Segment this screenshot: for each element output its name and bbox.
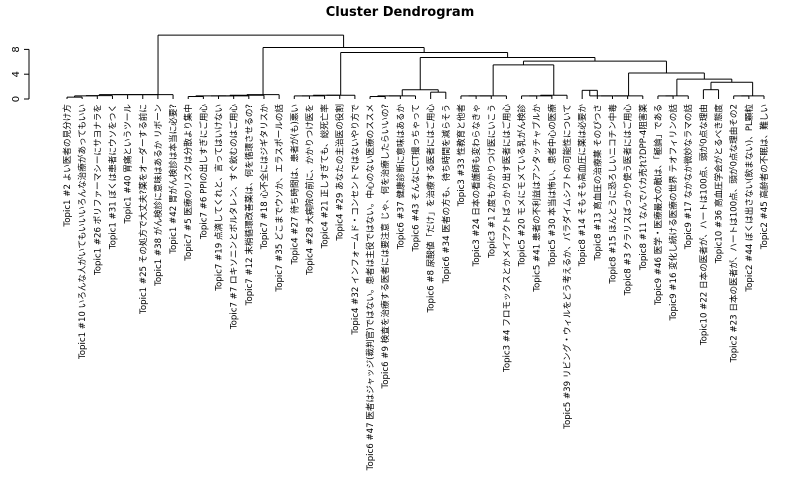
leaf-label: Topic5 #20 モメにモメている乳がん検診 <box>516 104 528 268</box>
y-axis: 0 4 8 <box>11 46 30 102</box>
leaf-label: Topic7 #35 どこまでウソか、エラスポールの話 <box>273 104 285 293</box>
leaf-label: Topic8 #14 そもそも高血圧に薬は必要か <box>576 104 588 268</box>
chart-title: Cluster Dendrogram <box>326 5 475 20</box>
leaf-label: Topic1 #40 胃痛というツール <box>122 104 134 225</box>
leaf-label: Topic7 #6 PPIの出しすぎにご用心 <box>197 104 209 241</box>
leaf-label: Topic5 #41 患者の不利益はアンタッチャブルか <box>531 104 543 293</box>
leaf-label: Topic1 #10 いろんな人がいてもいいいろんな治療があってもいい <box>76 104 88 360</box>
leaf-label: Topic1 #42 胃がん検診は本当に必要? <box>167 104 179 255</box>
leaf-label: Topic6 #34 医者の方も、待ち時間を減らそう <box>440 104 452 284</box>
leaf-label: Topic1 #2 よい医者の見分け方 <box>61 104 73 228</box>
leaf-label: Topic5 #30 本当は怖い、患者中心の医療 <box>546 104 558 268</box>
leaf-label: Topic1 #25 その処方で大丈夫?薬をオーダーする前に <box>137 104 149 315</box>
leaf-label: Topic3 #33 性教育と他者 <box>455 104 467 208</box>
leaf-label: Topic7 #12 末梢循環改善薬は、何を循環させるの? <box>243 104 255 306</box>
leaf-label: Topic4 #21 正しすぎても、総死亡率 <box>319 104 331 250</box>
leaf-label: Topic6 #37 健康診断に意味はあるか <box>394 104 406 251</box>
leaf-label: Topic4 #29 あなたの主治医の役割 <box>334 104 346 242</box>
leaf-label: Topic3 #24 日本の看護師も変わらなきゃ <box>470 104 482 267</box>
leaf-label: Topic1 #26 ポリファーマシーにサヨナラを <box>92 104 103 276</box>
leaf-label: Topic8 #13 高血圧の治療薬 そのぴつさ <box>591 104 603 262</box>
leaf-label: Topic8 #3 クラリスばっかり使う医者にはご用心 <box>622 104 634 297</box>
dendrogram-tree <box>66 34 765 99</box>
leaf-label: Topic2 #23 日本の医者が、ハートは100点、頭が0点な理由その2 <box>728 104 740 363</box>
leaf-label: Topic10 #22 日本の医者が、ハートは100点、頭が0点な理由 <box>697 104 709 346</box>
leaf-label: Topic2 #45 高齢者の不眠は、難しい <box>758 104 770 250</box>
leaf-label: Topic8 #15 ほんとうに恐ろしいニコチン中毒 <box>606 104 618 285</box>
y-tick-label: 8 <box>11 46 22 52</box>
leaf-label: Topic3 #4 フロモックスとかメイアクトばっかり出す医者にはご用心 <box>500 104 512 373</box>
leaf-label: Topic4 #32 インフォームド・コンセントではないやり方で <box>349 104 361 336</box>
leaf-label: Topic4 #27 待ち時間は、患者が(も)悪い <box>288 104 300 266</box>
leaf-label: Topic5 #39 リビング・ウィルをどう考えるか、パラダイムシフトの可能性に… <box>561 104 573 430</box>
leaf-label: Topic10 #36 高血圧学会がとるべき態度 <box>713 104 725 265</box>
leaf-label: Topic7 #18 心不全にはジギタリスか <box>258 104 270 251</box>
leaf-label: Topic6 #43 そんなにCT撮っちゃって <box>410 104 422 252</box>
leaf-label: Topic9 #16 変化し続ける医療の世界 テオフィリンの話 <box>667 104 679 322</box>
leaf-label: Topic7 #7 ロキソニンとボルタレン、すぐ飲むのはご用心 <box>228 104 240 331</box>
leaf-label: Topic1 #31 ぼくは患者にウソをつく <box>106 104 118 250</box>
leaf-label: Topic2 #44 ぼくは出さない(飲まない)、PL顆粒 <box>743 104 755 293</box>
leaf-label: Topic9 #46 医学・医療最大の敵は、「極論」である <box>652 104 664 306</box>
leaf-label: Topic4 #28 大病院の前に、かかりつけ医を <box>303 104 315 276</box>
leaf-label: Topic7 #5 医療のリスクは分散より集中 <box>182 104 194 262</box>
y-tick-label: 4 <box>11 71 22 77</box>
leaf-label: Topic3 #1 2度もかかりつけ医にいこう <box>485 104 497 259</box>
leaf-label: Topic6 #9 検査を治療する医者には要注意 じゃ、何を治療したらいいの? <box>379 104 391 390</box>
y-tick-label: 0 <box>11 96 22 102</box>
leaf-label: Topic6 #8 尿酸値「だけ」を治療する医者にはご用心 <box>425 104 437 314</box>
leaf-label: Topic9 #17 なかなか微妙なラマの話 <box>682 104 694 251</box>
leaf-label: Topic6 #47 医者はジャッジ(裁判官)ではない。患者は主役ではない。中心… <box>364 104 376 471</box>
leaf-label: Topic1 #38 がん検診に意味はあるか リボーン <box>152 104 164 287</box>
leaf-label: Topic7 #19 点滴してくれと、言ってはいけない <box>213 104 225 292</box>
leaf-label: Topic8 #11 なんでバカ売れ?DPP-4阻害薬 <box>637 104 649 272</box>
